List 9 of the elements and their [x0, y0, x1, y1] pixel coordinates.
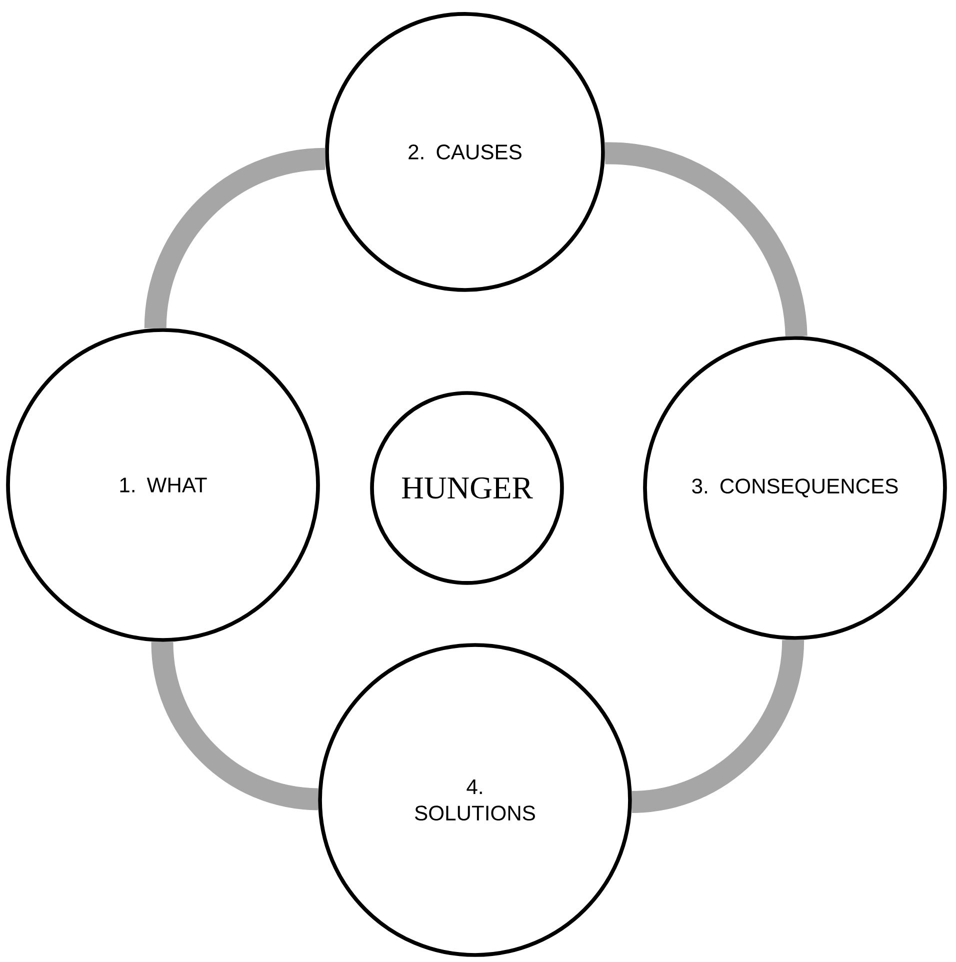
- circle-node: 1. WHAT: [6, 328, 320, 642]
- ring-segment: [604, 142, 808, 338]
- circle-node: HUNGER: [370, 391, 564, 585]
- circle-node: 4. SOLUTIONS: [318, 643, 632, 957]
- ring-segment: [144, 148, 326, 329]
- ring-segment: [151, 641, 319, 810]
- circle-node: 2. CAUSES: [325, 12, 605, 292]
- circle-node: 3. CONSEQUENCES: [643, 336, 947, 640]
- ring-segment: [631, 639, 804, 813]
